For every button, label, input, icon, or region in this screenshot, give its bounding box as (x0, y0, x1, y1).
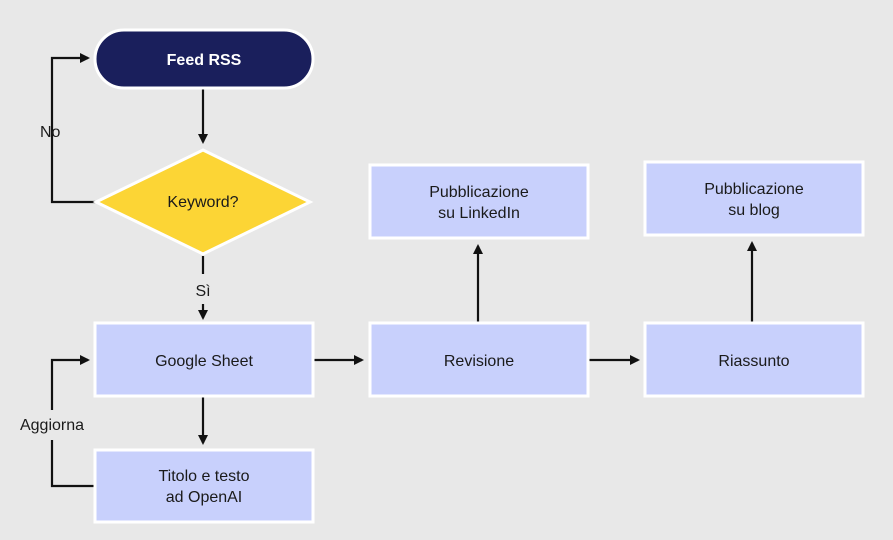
node-blog-line2: su blog (728, 202, 780, 219)
node-revision-label: Revisione (444, 353, 514, 370)
edge-update-loop-bottom (50, 440, 96, 488)
node-openai-line2: ad OpenAI (166, 489, 243, 506)
node-keyword-label: Keyword? (167, 194, 238, 211)
edges (50, 53, 757, 488)
edge-no-loop (50, 53, 96, 204)
node-revision: Revisione (368, 321, 590, 398)
node-linkedin-line1: Pubblicazione (429, 184, 529, 201)
node-summary-label: Riassunto (718, 353, 789, 370)
node-google-sheet-label: Google Sheet (155, 353, 253, 370)
edge-label-update: Aggiorna (20, 417, 84, 434)
edge-label-yes: Sì (195, 283, 210, 300)
node-summary: Riassunto (643, 321, 865, 398)
node-blog: Pubblicazione su blog (643, 160, 865, 237)
node-openai: Titolo e testo ad OpenAI (93, 448, 315, 524)
node-blog-line1: Pubblicazione (704, 181, 804, 198)
node-linkedin: Pubblicazione su LinkedIn (368, 163, 590, 240)
edge-label-no: No (40, 124, 61, 141)
edge-update-loop-top (50, 355, 90, 410)
node-keyword-decision: Keyword? (92, 148, 314, 256)
node-openai-line1: Titolo e testo (158, 468, 249, 485)
node-feed-rss-label: Feed RSS (167, 52, 242, 69)
node-google-sheet: Google Sheet (93, 321, 315, 398)
node-feed-rss: Feed RSS (93, 28, 315, 90)
node-linkedin-line2: su LinkedIn (438, 205, 520, 222)
